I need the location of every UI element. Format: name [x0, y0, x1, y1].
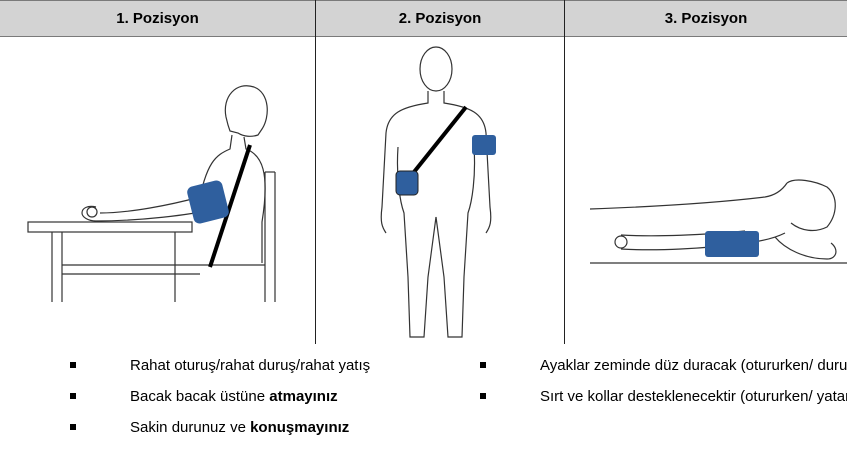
header-position-2: 2. Pozisyon	[316, 1, 564, 37]
bullet-square-icon	[70, 424, 76, 430]
lying-person-illustration	[565, 37, 847, 344]
standing-person-illustration	[316, 37, 564, 344]
table-header-row: 1. Pozisyon 2. Pozisyon 3. Pozisyon	[0, 0, 847, 37]
list-item: Sakin durunuz ve konuşmayınız	[70, 418, 400, 437]
list-item: Ayaklar zeminde düz duracak (otururken/ …	[480, 356, 847, 375]
bullet-square-icon	[480, 393, 486, 399]
seated-person-illustration	[0, 37, 315, 344]
position-table: 1. Pozisyon 2. Pozisyon 3. Pozisyon	[0, 0, 847, 344]
list-item: Bacak bacak üstüne atmayınız	[70, 387, 400, 406]
bullet-square-icon	[70, 362, 76, 368]
header-position-3: 3. Pozisyon	[565, 1, 847, 37]
right-bullet-list: Ayaklar zeminde düz duracak (otururken/ …	[480, 356, 847, 418]
list-item: Sırt ve kollar desteklenecektir (otururk…	[480, 387, 847, 406]
bullet-square-icon	[70, 393, 76, 399]
bullet-square-icon	[480, 362, 486, 368]
header-position-1: 1. Pozisyon	[0, 1, 315, 37]
left-bullet-list: Rahat oturuş/rahat duruş/rahat yatış Bac…	[70, 356, 400, 449]
list-item: Rahat oturuş/rahat duruş/rahat yatış	[70, 356, 400, 375]
